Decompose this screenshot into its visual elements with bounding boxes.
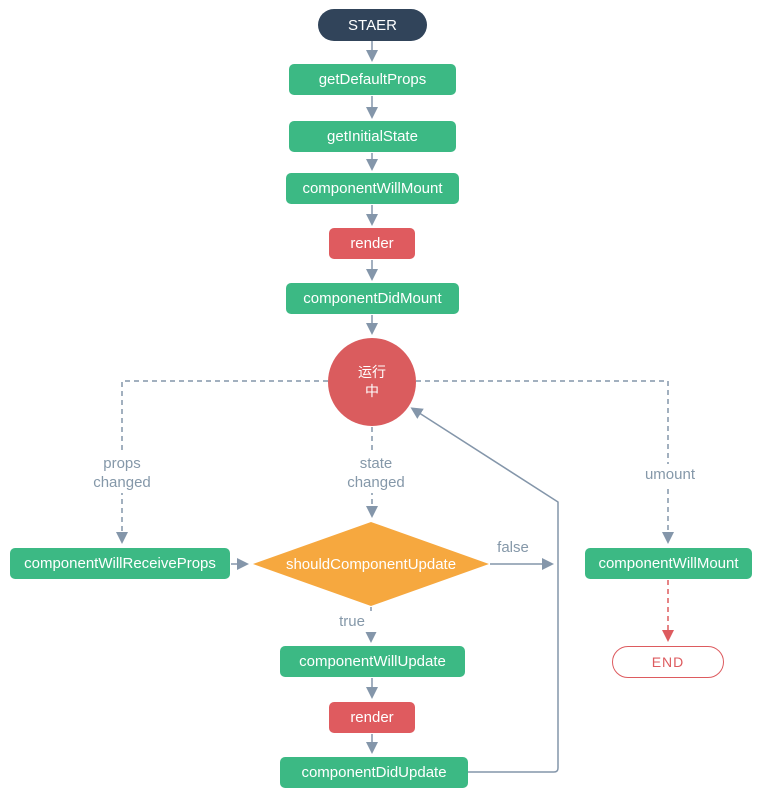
- false-edge-label: false: [487, 537, 539, 558]
- component-did-update-node: componentDidUpdate: [280, 757, 468, 788]
- component-will-update-label: componentWillUpdate: [299, 653, 446, 670]
- running-label-line1: 运行: [358, 364, 386, 380]
- unmount-component-will-mount-label: componentWillMount: [598, 555, 739, 572]
- render-mount-label: render: [350, 235, 394, 252]
- get-default-props-node: getDefaultProps: [289, 64, 456, 95]
- start-node: STAER: [318, 9, 427, 41]
- component-did-update-label: componentDidUpdate: [301, 764, 447, 781]
- running-state-circle: 运行 中: [328, 338, 416, 426]
- props-changed-edge-label: props changed: [80, 453, 164, 493]
- umount-edge-label: umount: [634, 464, 706, 485]
- start-label: STAER: [348, 16, 397, 34]
- running-label-line2: 中: [365, 383, 379, 399]
- component-will-mount-label: componentWillMount: [302, 180, 443, 197]
- component-will-receive-props-node: componentWillReceiveProps: [10, 548, 230, 579]
- edge-componentdidupdate-loop-to-running: [410, 407, 559, 773]
- state-changed-edge-label: state changed: [334, 453, 418, 493]
- render-mount-node: render: [329, 228, 415, 259]
- component-will-update-node: componentWillUpdate: [280, 646, 465, 677]
- component-will-receive-props-label: componentWillReceiveProps: [24, 555, 216, 572]
- get-initial-state-node: getInitialState: [289, 121, 456, 152]
- get-initial-state-label: getInitialState: [327, 128, 418, 145]
- get-default-props-label: getDefaultProps: [318, 71, 427, 88]
- unmount-component-will-mount-node: componentWillMount: [585, 548, 752, 579]
- component-will-mount-node: componentWillMount: [286, 173, 459, 204]
- component-did-mount-node: componentDidMount: [286, 283, 459, 314]
- end-node: END: [612, 646, 724, 678]
- end-label: END: [651, 654, 685, 670]
- render-update-label: render: [350, 709, 394, 726]
- edge-running-umount-to-willmount: [416, 380, 674, 544]
- true-edge-label: true: [326, 611, 378, 632]
- render-update-node: render: [329, 702, 415, 733]
- component-did-mount-label: componentDidMount: [303, 290, 442, 307]
- should-component-update-label: shouldComponentUpdate: [285, 555, 457, 573]
